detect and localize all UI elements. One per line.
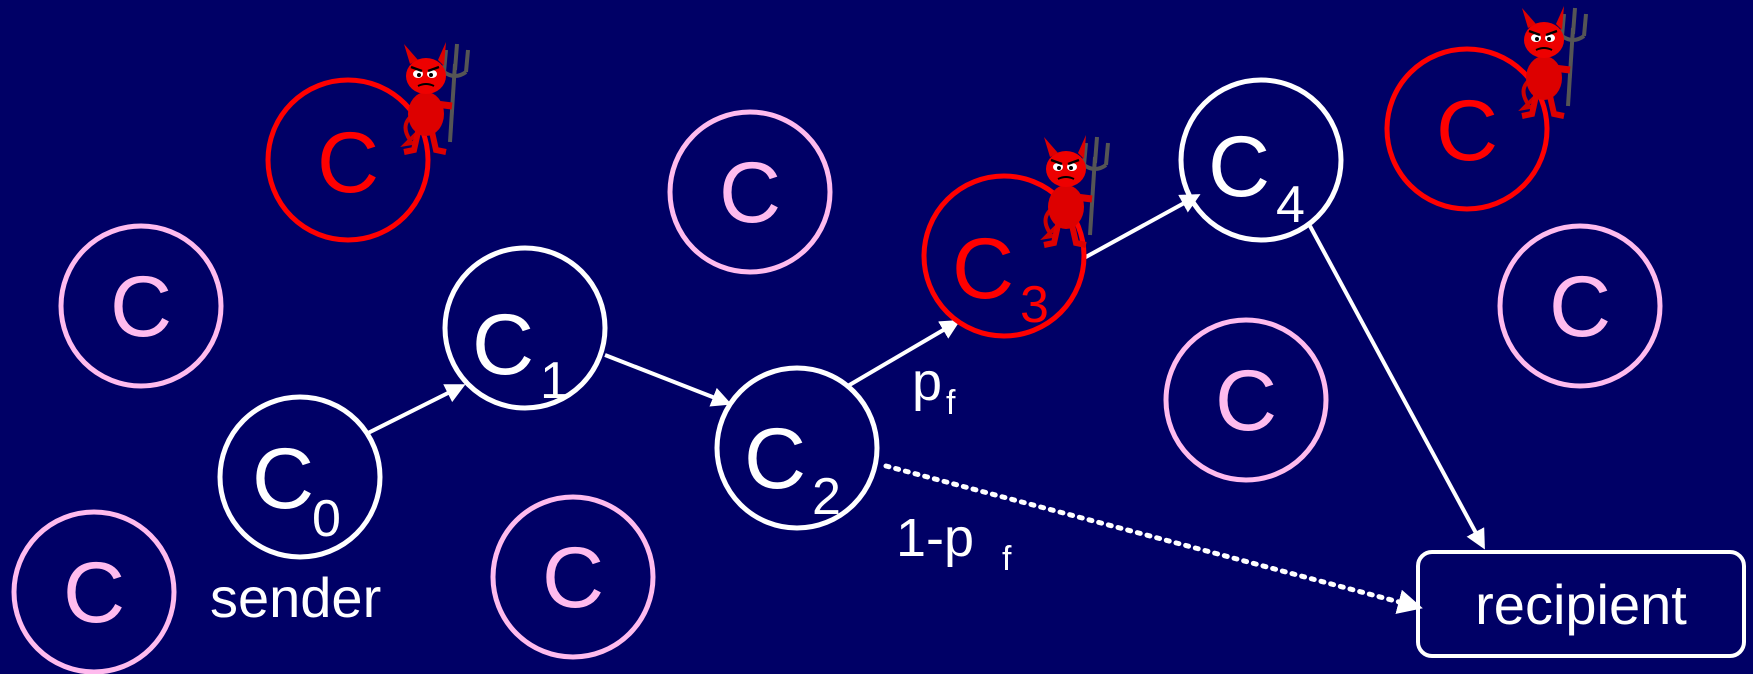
node-label: C	[1208, 119, 1270, 215]
devil-with-pitchfork-icon	[1044, 135, 1108, 245]
node-subscript: 1	[540, 352, 569, 410]
edge-c4-recipient	[1308, 225, 1485, 550]
edge-label-one-minus-pf: 1-p f	[896, 508, 1012, 578]
edge-c2-c3	[844, 319, 961, 389]
node-subscript: 3	[1020, 276, 1049, 334]
node-label: C	[252, 431, 314, 527]
edge-c0-c1	[367, 384, 466, 435]
node-label: C	[110, 259, 172, 355]
node-pink-4: C	[1497, 223, 1663, 389]
edge-label-subscript: f	[946, 384, 956, 422]
node-pink-1: C	[58, 223, 224, 389]
node-label: C	[1549, 259, 1611, 355]
recipient-box: recipient	[1416, 550, 1746, 658]
node-label: C	[1215, 353, 1277, 449]
node-label: C	[542, 530, 604, 626]
edge-c1-c2	[604, 353, 732, 407]
node-label: C	[744, 411, 806, 507]
edge-label-pf: p f	[912, 352, 956, 422]
edge-label-main: 1-p	[896, 508, 974, 568]
node-label: C	[317, 115, 379, 211]
node-compromised-a: C	[265, 77, 431, 243]
node-pink-6: C	[490, 494, 656, 660]
node-compromised-b: C	[1384, 46, 1550, 212]
node-subscript: 2	[812, 468, 841, 526]
edge-label-main: p	[912, 352, 942, 412]
node-subscript: 4	[1276, 176, 1305, 234]
node-pink-3: C	[1163, 317, 1329, 483]
node-c3-compromised: C 3	[921, 173, 1087, 339]
devil-with-pitchfork-icon	[1522, 6, 1586, 116]
node-c2: C 2	[714, 365, 880, 531]
node-label: C	[472, 297, 534, 393]
edge-label-subscript: f	[1002, 540, 1012, 578]
node-label: C	[1436, 83, 1498, 179]
node-pink-2: C	[667, 109, 833, 275]
node-label: C	[63, 545, 125, 641]
sender-label: sender	[210, 566, 381, 629]
edge-c3-c4	[1083, 194, 1201, 260]
node-c1: C 1	[442, 245, 608, 411]
recipient-label: recipient	[1475, 573, 1687, 636]
node-subscript: 0	[312, 490, 341, 548]
node-label: C	[719, 145, 781, 241]
node-c0-sender: C 0	[217, 394, 383, 560]
node-pink-5: C	[11, 509, 177, 674]
node-c4: C 4	[1178, 77, 1344, 243]
edge-c2-recipient-dotted	[883, 463, 1423, 614]
node-label: C	[952, 221, 1014, 317]
devil-with-pitchfork-icon	[404, 42, 468, 152]
